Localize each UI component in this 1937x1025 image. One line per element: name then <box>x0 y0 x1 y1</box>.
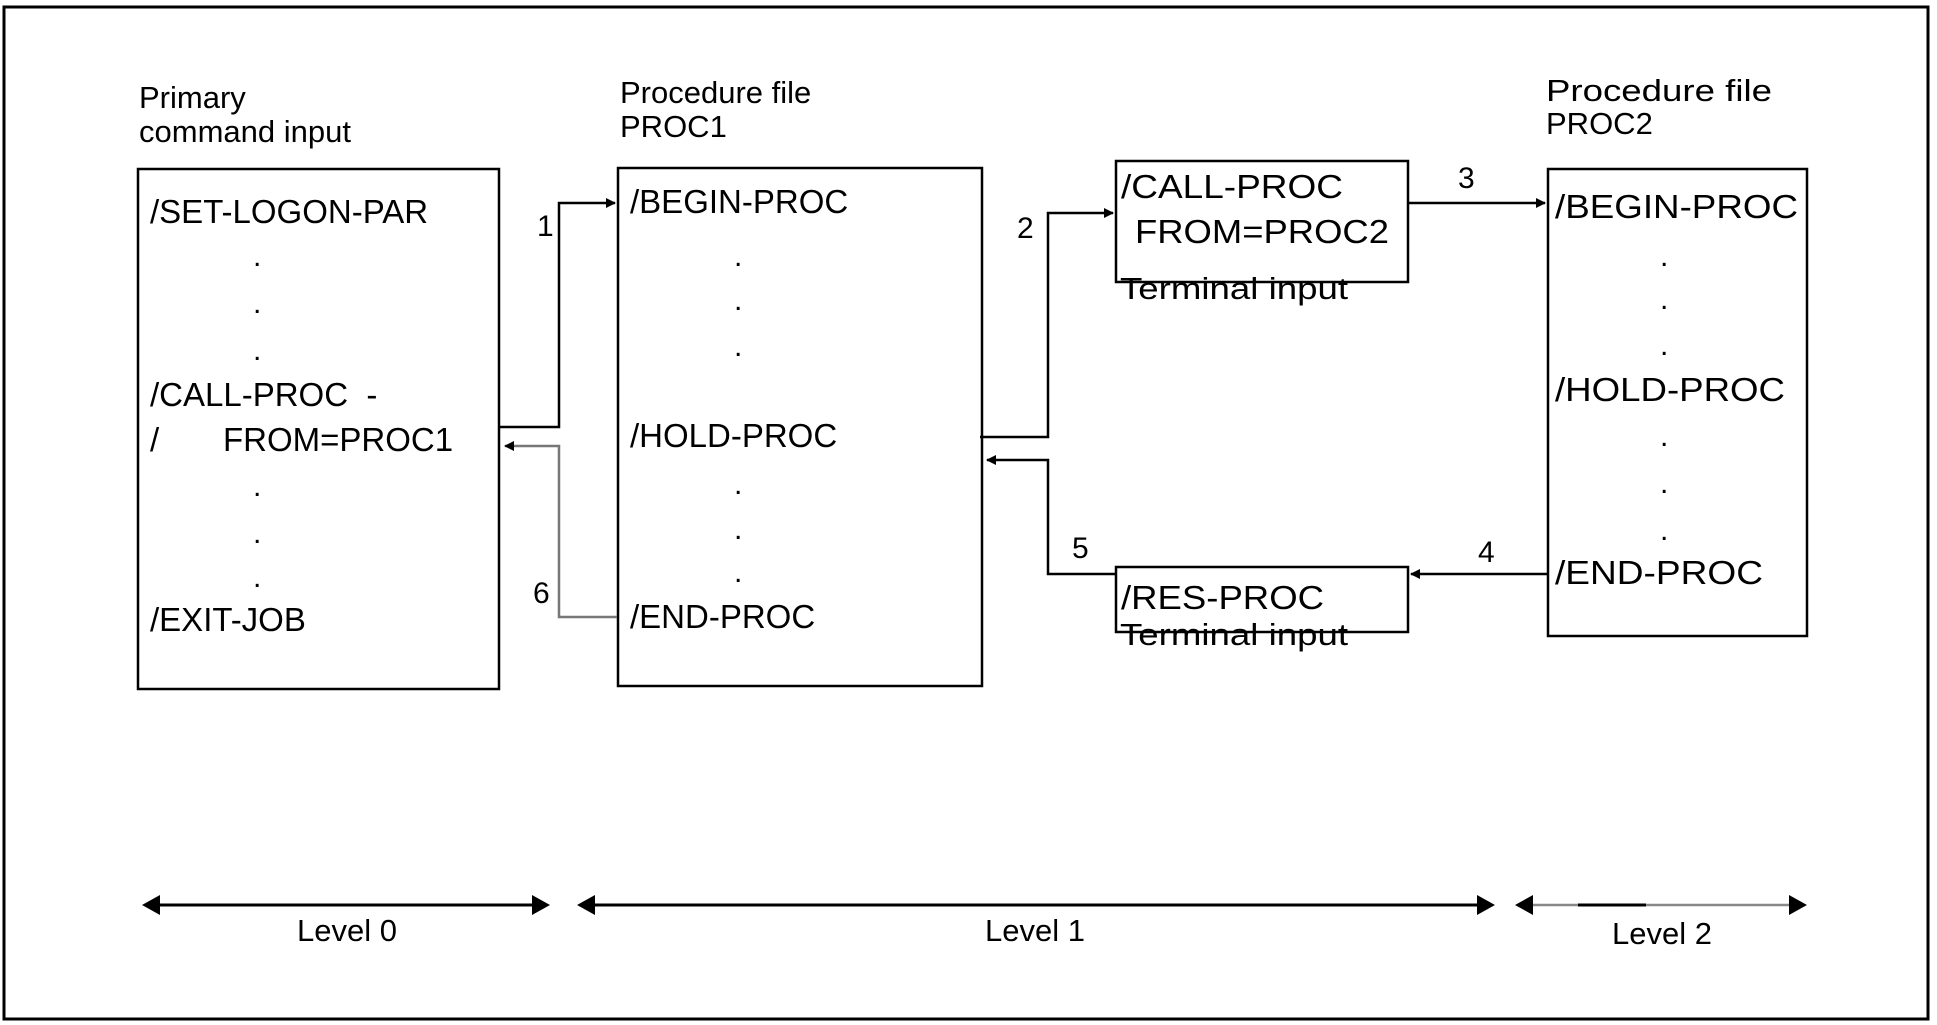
level-1-right-arrowhead <box>1477 895 1495 915</box>
procedure-file-proc2: Procedure file PROC2 /BEGIN-PROC . . . /… <box>1546 73 1809 638</box>
primary-dot: . <box>253 240 261 273</box>
proc1-line-hold-proc: /HOLD-PROC <box>630 417 837 454</box>
level-0-left-arrowhead <box>142 895 160 915</box>
proc2-dot: . <box>1660 514 1668 547</box>
proc2-title-line2: PROC2 <box>1546 106 1653 141</box>
primary-line-set-logon-par: /SET-LOGON-PAR <box>150 193 428 230</box>
arrow-step-5 <box>986 455 1116 576</box>
terminal-input-res-proc: /RES-PROC Terminal input <box>1114 565 1410 652</box>
primary-line-from-proc1: FROM=PROC1 <box>223 421 453 458</box>
arrow-step-1 <box>499 198 616 429</box>
primary-dot: . <box>253 517 261 550</box>
proc2-dot: . <box>1660 240 1668 273</box>
proc2-dot: . <box>1660 329 1668 362</box>
proc2-dot: . <box>1660 420 1668 453</box>
proc1-line-end-proc: /END-PROC <box>630 598 815 635</box>
level-2-right-arrowhead <box>1789 895 1807 915</box>
arrow-step-2-label: 2 <box>1017 212 1034 245</box>
level-2-left-arrowhead <box>1515 895 1533 915</box>
proc1-line-begin-proc: /BEGIN-PROC <box>630 183 848 220</box>
primary-title-line2: command input <box>139 114 351 149</box>
arrow-step-6-label: 6 <box>533 577 550 610</box>
proc1-dot: . <box>734 330 742 363</box>
proc1-title-line1: Procedure file <box>620 75 811 110</box>
arrow-step-6 <box>504 441 617 619</box>
outer-frame <box>2 5 1930 1021</box>
level-1-label: Level 1 <box>985 913 1085 948</box>
proc2-line-end-proc: /END-PROC <box>1555 554 1763 591</box>
proc1-dot: . <box>734 556 742 589</box>
terminal-res-line1: /RES-PROC <box>1121 579 1324 616</box>
level-0-label: Level 0 <box>297 913 397 948</box>
level-1-left-arrowhead <box>577 895 595 915</box>
primary-dot: . <box>253 287 261 320</box>
proc2-dot: . <box>1660 467 1668 500</box>
arrow-step-2 <box>980 208 1114 439</box>
terminal-call-caption: Terminal input <box>1120 271 1348 306</box>
proc1-title-line2: PROC1 <box>620 109 727 144</box>
primary-dot: . <box>253 334 261 367</box>
level-2-label: Level 2 <box>1612 916 1712 951</box>
proc2-dot: . <box>1660 283 1668 316</box>
proc1-dot: . <box>734 513 742 546</box>
flow-arrows: 1 2 3 4 5 6 <box>499 162 1548 619</box>
proc2-box <box>1546 167 1809 638</box>
level-scale: Level 0 Level 1 Level 2 <box>142 895 1807 951</box>
terminal-input-call-proc: /CALL-PROC FROM=PROC2 Terminal input <box>1114 159 1410 306</box>
primary-line-call-proc: /CALL-PROC - <box>150 376 377 413</box>
primary-command-input: Primary command input /SET-LOGON-PAR . .… <box>136 80 501 691</box>
proc2-line-begin-proc: /BEGIN-PROC <box>1555 188 1798 225</box>
primary-dot: . <box>253 470 261 503</box>
procedure-file-proc1: Procedure file PROC1 /BEGIN-PROC . . . /… <box>616 75 984 688</box>
primary-dot: . <box>253 561 261 594</box>
primary-line-continuation-slash: / <box>150 421 160 458</box>
primary-title-line1: Primary <box>139 80 246 115</box>
terminal-call-line2: FROM=PROC2 <box>1135 213 1389 250</box>
proc1-dot: . <box>734 468 742 501</box>
proc2-title-line1: Procedure file <box>1546 73 1772 108</box>
proc1-box <box>616 166 984 688</box>
arrow-step-5-label: 5 <box>1072 532 1089 565</box>
terminal-res-caption: Terminal input <box>1120 617 1348 652</box>
proc2-line-hold-proc: /HOLD-PROC <box>1555 371 1785 408</box>
proc1-dot: . <box>734 284 742 317</box>
level-0-right-arrowhead <box>532 895 550 915</box>
primary-box <box>136 167 501 691</box>
arrow-step-1-label: 1 <box>537 210 554 243</box>
terminal-res-box <box>1114 565 1410 634</box>
arrow-step-3-label: 3 <box>1458 162 1475 195</box>
proc1-dot: . <box>734 240 742 273</box>
terminal-call-box <box>1114 159 1410 284</box>
arrow-step-4-label: 4 <box>1478 536 1495 569</box>
primary-line-exit-job: /EXIT-JOB <box>150 601 306 638</box>
terminal-call-line1: /CALL-PROC <box>1121 168 1343 205</box>
